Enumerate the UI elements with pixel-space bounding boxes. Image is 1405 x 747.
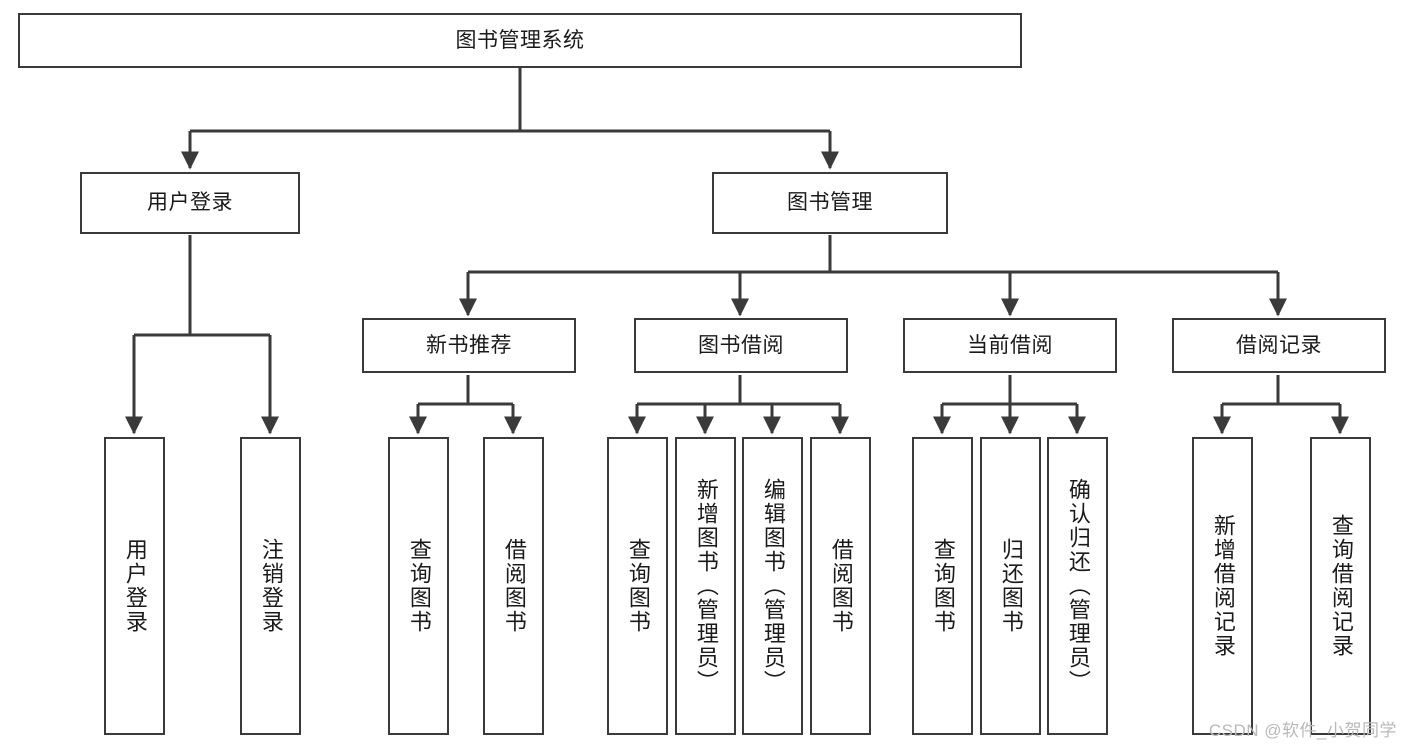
leaf-edit-book-label: 编辑图书（管理员） <box>760 478 786 694</box>
leaf-borrow-book-2-label: 借阅图书 <box>828 538 854 634</box>
leaf-query-book-3[interactable]: 查询图书 <box>912 437 973 735</box>
node-new-book-recommend[interactable]: 新书推荐 <box>362 318 576 373</box>
leaf-confirm-return[interactable]: 确认归还（管理员） <box>1047 437 1108 735</box>
leaf-logout-login[interactable]: 注销登录 <box>240 437 301 735</box>
node-current-borrow-label: 当前借阅 <box>967 333 1053 357</box>
leaf-add-book[interactable]: 新增图书（管理员） <box>675 437 736 735</box>
leaf-borrow-book-1[interactable]: 借阅图书 <box>483 437 544 735</box>
node-current-borrow[interactable]: 当前借阅 <box>903 318 1117 373</box>
leaf-query-book-2-label: 查询图书 <box>625 538 651 634</box>
leaf-user-login-label: 用户登录 <box>122 538 148 634</box>
node-root[interactable]: 图书管理系统 <box>18 13 1022 68</box>
node-book-borrow[interactable]: 图书借阅 <box>634 318 848 373</box>
leaf-borrow-book-1-label: 借阅图书 <box>501 538 527 634</box>
leaf-edit-book[interactable]: 编辑图书（管理员） <box>742 437 803 735</box>
leaf-return-book-label: 归还图书 <box>998 538 1024 634</box>
node-user-login[interactable]: 用户登录 <box>80 172 300 234</box>
leaf-add-record[interactable]: 新增借阅记录 <box>1192 437 1253 735</box>
leaf-query-record[interactable]: 查询借阅记录 <box>1310 437 1371 735</box>
leaf-query-book-1[interactable]: 查询图书 <box>388 437 449 735</box>
node-root-label: 图书管理系统 <box>455 28 585 52</box>
leaf-add-book-label: 新增图书（管理员） <box>693 478 719 694</box>
leaf-confirm-return-label: 确认归还（管理员） <box>1065 478 1091 694</box>
leaf-add-record-label: 新增借阅记录 <box>1210 514 1236 658</box>
leaf-logout-login-label: 注销登录 <box>258 538 284 634</box>
leaf-query-record-label: 查询借阅记录 <box>1328 514 1354 658</box>
node-book-borrow-label: 图书借阅 <box>698 333 784 357</box>
node-borrow-record[interactable]: 借阅记录 <box>1172 318 1386 373</box>
leaf-query-book-3-label: 查询图书 <box>930 538 956 634</box>
node-book-management[interactable]: 图书管理 <box>712 172 948 234</box>
leaf-query-book-2[interactable]: 查询图书 <box>607 437 668 735</box>
node-new-book-recommend-label: 新书推荐 <box>426 333 512 357</box>
node-book-management-label: 图书管理 <box>787 191 873 215</box>
leaf-borrow-book-2[interactable]: 借阅图书 <box>810 437 871 735</box>
leaf-return-book[interactable]: 归还图书 <box>980 437 1041 735</box>
node-borrow-record-label: 借阅记录 <box>1236 333 1322 357</box>
leaf-user-login[interactable]: 用户登录 <box>104 437 165 735</box>
watermark: CSDN @软件_小贺同学 <box>1208 721 1397 740</box>
leaf-query-book-1-label: 查询图书 <box>406 538 432 634</box>
node-user-login-label: 用户登录 <box>147 191 233 215</box>
